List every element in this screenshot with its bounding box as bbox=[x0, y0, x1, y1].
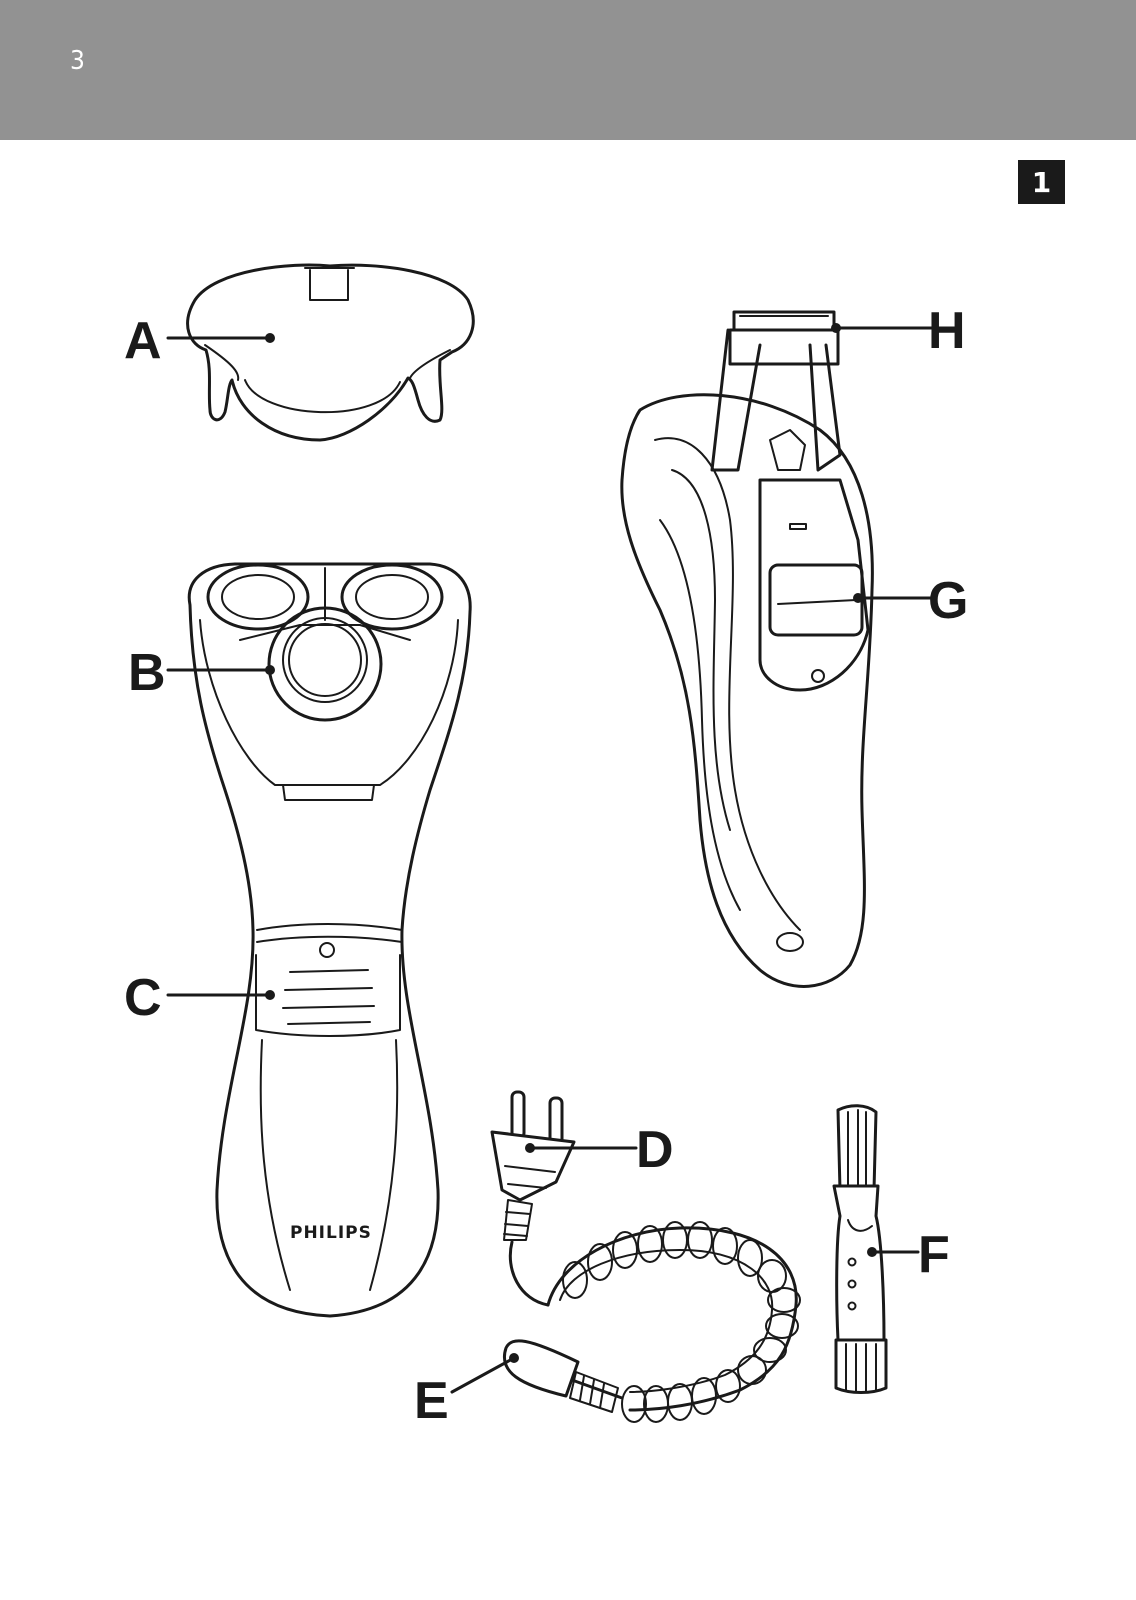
label-A: A bbox=[124, 312, 162, 370]
shaver-front-illustration bbox=[168, 564, 470, 1316]
label-H: H bbox=[928, 302, 966, 360]
label-G: G bbox=[928, 572, 968, 630]
label-E: E bbox=[414, 1372, 449, 1430]
coiled-cord-illustration bbox=[452, 1222, 800, 1422]
shaver-back-illustration bbox=[622, 312, 938, 986]
label-B: B bbox=[128, 644, 166, 702]
cleaning-brush-illustration bbox=[834, 1106, 918, 1393]
protection-cap-illustration bbox=[168, 265, 473, 440]
label-C: C bbox=[124, 969, 162, 1027]
label-F: F bbox=[918, 1226, 950, 1284]
label-D: D bbox=[636, 1121, 674, 1179]
shaver-brand-logo: PHILIPS bbox=[290, 1223, 372, 1243]
